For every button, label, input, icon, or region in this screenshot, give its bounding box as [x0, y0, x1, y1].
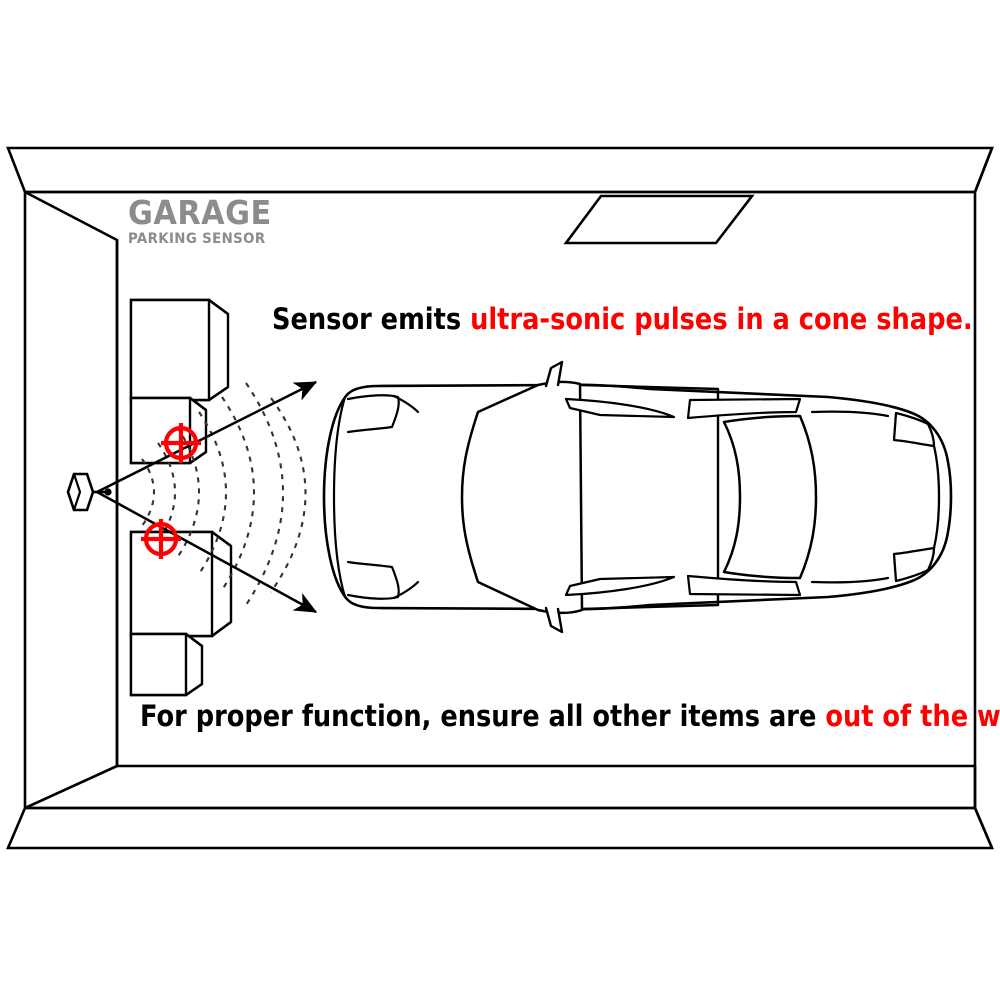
storage-box: [129, 298, 230, 402]
roof-line: [580, 383, 720, 611]
ultrasonic-wave-arc: [157, 442, 176, 543]
rear-bumper-crease: [932, 444, 941, 550]
obstruction-target-group: [141, 423, 201, 559]
cone-boundary-arrow: [96, 380, 318, 494]
door-window-rear: [686, 397, 802, 420]
ultrasonic-wave-arc: [221, 396, 255, 591]
car-top-view: [322, 360, 953, 634]
hood-line: [392, 580, 420, 600]
ultrasonic-wave-arc: [245, 382, 285, 606]
side-mirror-left: [544, 360, 564, 388]
ultrasonic-sensor: [66, 472, 112, 512]
right-wall: [973, 147, 994, 849]
cone-boundary-group: [96, 380, 318, 614]
floor-band: [6, 764, 994, 850]
car-body-outline: [322, 383, 953, 611]
rear-window: [722, 414, 818, 580]
front-bumper-crease: [332, 395, 347, 599]
taillight-right: [892, 546, 936, 583]
headlight-left: [346, 394, 400, 434]
storage-box: [129, 530, 233, 638]
wall-window-panel: [563, 194, 755, 245]
ceiling-beam: [6, 146, 994, 194]
ultrasonic-wave-arc: [176, 426, 200, 559]
door-window-rear-lower: [686, 574, 802, 597]
side-mirror-right: [544, 606, 564, 634]
trunk-line: [810, 410, 890, 418]
sensor-emitter-tip: [104, 488, 112, 496]
ultrasonic-wave-arc: [198, 411, 228, 575]
headlight-right: [346, 560, 400, 600]
ultrasonic-wave-arc: [141, 458, 155, 527]
ultrasonic-wave-arc: [270, 397, 307, 593]
windshield: [460, 380, 584, 615]
obstruction-target-marker: [161, 423, 201, 463]
obstruction-target-marker: [141, 519, 181, 559]
trunk-line: [810, 576, 890, 584]
storage-box: [129, 632, 204, 697]
ultrasonic-wave-group: [141, 382, 307, 606]
hood-line: [392, 394, 420, 414]
door-window-front-lower: [564, 575, 676, 597]
taillight-left: [892, 411, 936, 448]
storage-box-group: [129, 298, 233, 697]
garage-room: [6, 146, 994, 850]
cone-boundary-arrow: [96, 490, 318, 614]
door-window-front: [564, 397, 676, 419]
